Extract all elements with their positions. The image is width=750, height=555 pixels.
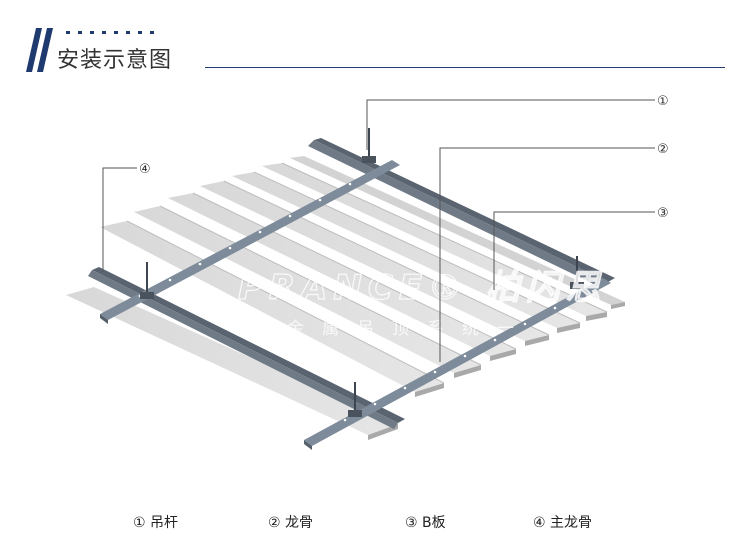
legend-num: ③: [405, 515, 418, 531]
keel: [304, 278, 611, 450]
watermark: PRANCE® 柏闪思 一金属吊顶系统一: [237, 267, 606, 339]
legend-label: 龙骨: [285, 515, 314, 531]
callout-3: ③: [657, 206, 669, 221]
b-panel: [262, 163, 607, 321]
callout-lines: [102, 99, 655, 362]
b-panel: [232, 172, 580, 333]
title-slashes-icon: [26, 28, 53, 72]
callout-4: ④: [139, 162, 151, 177]
b-panel: [66, 287, 398, 440]
watermark-logo: PRANCE® 柏闪思: [238, 268, 606, 308]
legend-num: ①: [133, 515, 146, 531]
legend-label: B板: [422, 515, 446, 531]
panel-gaps: [126, 162, 608, 384]
legend-num: ②: [268, 515, 281, 531]
legend-item: ① 吊杆: [133, 512, 178, 532]
legend-label: 吊杆: [150, 515, 179, 531]
title-dots-decoration: [66, 31, 154, 34]
legend: ① 吊杆 ② 龙骨 ③ B板 ④ 主龙骨: [0, 512, 750, 536]
callout-2: ②: [657, 142, 669, 157]
legend-item: ② 龙骨: [268, 512, 313, 532]
legend-item: ③ B板: [405, 512, 446, 532]
header-divider: [205, 67, 725, 68]
legend-label: 主龙骨: [550, 515, 593, 531]
installation-diagram: PRANCE® 柏闪思 一金属吊顶系统一 ① ② ③ ④: [66, 94, 669, 450]
main-keel: [308, 138, 615, 288]
watermark-subtitle: 一金属吊顶系统一: [252, 319, 532, 339]
b-panel: [100, 221, 444, 397]
main-keel: [88, 267, 405, 429]
page-title: 安装示意图: [57, 48, 173, 73]
b-panel: [134, 206, 481, 378]
hanger-rods: [146, 128, 578, 414]
hanger-clips: [140, 156, 584, 417]
legend-num: ④: [533, 515, 546, 531]
legend-item: ④ 主龙骨: [533, 512, 592, 532]
callout-1: ①: [657, 94, 669, 109]
header: 安装示意图: [0, 0, 750, 80]
b-panel: [290, 156, 625, 309]
